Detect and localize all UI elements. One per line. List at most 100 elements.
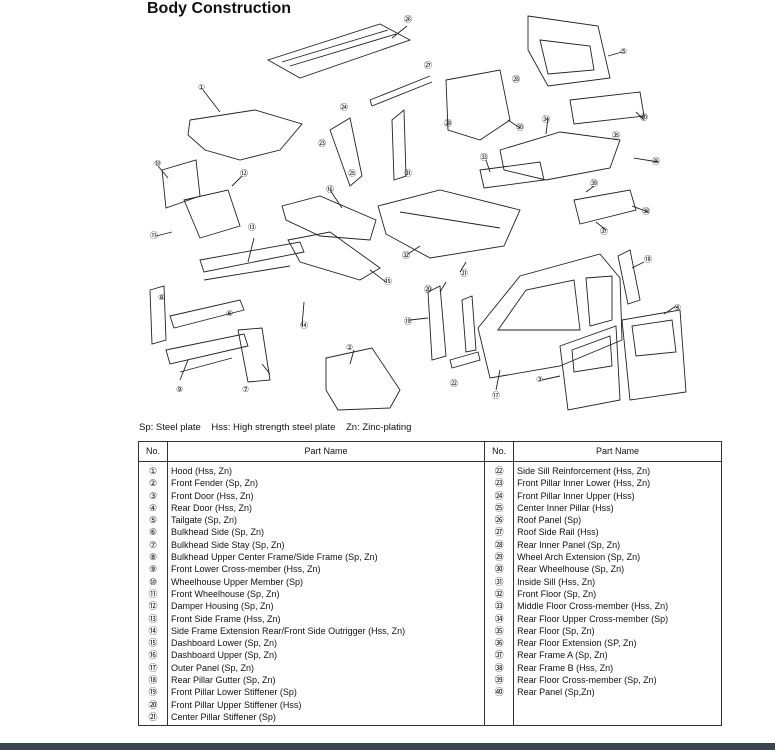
callout-22: ㉒ xyxy=(450,379,458,388)
right-name-column: Side Sill Reinforcement (Hss, Zn) Front P… xyxy=(513,461,722,726)
roof-panel-drawing xyxy=(266,23,412,79)
front-pillar-stiffener-drawing xyxy=(427,285,477,361)
callout-39: ㊴ xyxy=(590,179,598,188)
part-name-17: Outer Panel (Sp, Zn) xyxy=(171,662,255,673)
part-name-11: Front Floor (Sp, Zn) xyxy=(517,588,597,599)
body-construction-diagram: ① ② ③ ④ ⑤ ⑥ ⑦ ⑧ ⑨ ⑩ ⑪ ⑫ ⑬ ⑭ ⑮ ⑯ ⑰ ⑱ ⑲ ⑳ … xyxy=(149,15,687,411)
part-number-2: ② xyxy=(148,478,158,489)
tailgate-drawing xyxy=(527,15,611,87)
part-number-5: ⑤ xyxy=(148,515,158,526)
part-number-16: ⑯ xyxy=(148,650,158,661)
bulkhead-side-stay-drawing xyxy=(237,327,271,383)
part-number-6: ⑥ xyxy=(148,527,158,538)
callout-25: ㉕ xyxy=(348,169,356,178)
part-number-2: ㉓ xyxy=(494,478,504,489)
part-name-12: Middle Floor Cross-member (Hss, Zn) xyxy=(517,601,669,612)
part-name-9: Front Lower Cross-member (Hss, Zn) xyxy=(171,564,321,575)
part-number-13: ㉞ xyxy=(494,613,504,624)
part-number-17: ⑰ xyxy=(148,662,158,673)
header-no-right: No. xyxy=(484,441,515,462)
callout-12: ⑫ xyxy=(240,169,248,178)
part-name-9: Rear Wheelhouse (Sp, Zn) xyxy=(517,564,625,575)
part-name-15: Rear Floor Extension (SP, Zn) xyxy=(517,638,637,649)
callout-27: ㉗ xyxy=(424,61,432,70)
callout-7: ⑦ xyxy=(242,385,249,394)
callout-37: ㊲ xyxy=(600,227,608,236)
callout-11: ⑪ xyxy=(150,231,158,240)
front-lower-crossmember-drawing xyxy=(165,333,249,373)
part-number-9: ⑨ xyxy=(148,564,158,575)
part-name-8: Bulkhead Upper Center Frame/Side Frame (… xyxy=(171,552,378,563)
part-name-18: Rear Floor Cross-member (Sp, Zn) xyxy=(517,675,657,686)
part-name-18: Rear Pillar Gutter (Sp, Zn) xyxy=(171,675,276,686)
header-part-name-left: Part Name xyxy=(166,441,486,462)
callout-6: ⑥ xyxy=(226,309,233,318)
front-door-drawing xyxy=(559,325,621,411)
callout-32: ㉜ xyxy=(402,251,410,260)
front-side-frame-drawing xyxy=(199,241,305,281)
part-number-8: ㉙ xyxy=(494,552,504,563)
callout-24: ㉔ xyxy=(340,103,348,112)
part-name-13: Rear Floor Upper Cross-member (Sp) xyxy=(517,613,669,624)
part-number-3: ㉔ xyxy=(494,490,504,501)
part-number-8: ⑧ xyxy=(148,552,158,563)
part-name-12: Damper Housing (Sp, Zn) xyxy=(171,601,274,612)
part-name-16: Dashboard Upper (Sp, Zn) xyxy=(171,650,278,661)
front-floor-drawing xyxy=(377,189,521,259)
bulkhead-drawing xyxy=(149,285,245,345)
outer-panel-drawing xyxy=(477,253,623,379)
part-name-10: Inside Sill (Hss, Zn) xyxy=(517,576,596,587)
part-number-12: ⑫ xyxy=(148,601,158,612)
part-name-8: Wheel Arch Extension (Sp, Zn) xyxy=(517,552,641,563)
part-name-5: Tailgate (Sp, Zn) xyxy=(171,515,238,526)
part-number-4: ④ xyxy=(148,502,158,513)
part-name-10: Wheelhouse Upper Member (Sp) xyxy=(171,576,304,587)
part-number-18: ⑱ xyxy=(148,675,158,686)
part-number-15: ㊱ xyxy=(494,638,504,649)
part-name-15: Dashboard Lower (Sp, Zn) xyxy=(171,638,278,649)
part-number-15: ⑮ xyxy=(148,638,158,649)
callout-16: ⑯ xyxy=(326,185,334,194)
part-number-10: ⑩ xyxy=(148,576,158,587)
rear-panel-drawing xyxy=(569,91,645,125)
part-name-13: Front Side Frame (Hss, Zn) xyxy=(171,613,281,624)
callout-36: ㊱ xyxy=(652,157,660,166)
part-name-6: Roof Side Rail (Hss) xyxy=(517,527,599,538)
part-name-3: Front Door (Hss, Zn) xyxy=(171,490,254,501)
part-number-7: ㉘ xyxy=(494,539,504,550)
part-number-3: ③ xyxy=(148,490,158,501)
callout-17: ⑰ xyxy=(492,391,500,400)
callout-35: ㉟ xyxy=(612,131,620,140)
table-header-row: No. Part Name No. Part Name xyxy=(138,441,722,462)
callout-8: ⑧ xyxy=(158,293,165,302)
part-number-17: ㊳ xyxy=(494,662,504,673)
part-name-14: Rear Floor (Sp, Zn) xyxy=(517,625,595,636)
callout-33: ㉝ xyxy=(480,153,488,162)
callout-2: ② xyxy=(346,343,353,352)
callout-23: ㉓ xyxy=(318,139,326,148)
part-name-7: Rear Inner Panel (Sp, Zn) xyxy=(517,539,621,550)
part-number-21: ㉑ xyxy=(148,711,158,722)
part-number-12: ㉝ xyxy=(494,601,504,612)
callout-13: ⑬ xyxy=(248,223,256,232)
part-name-7: Bulkhead Side Stay (Sp, Zn) xyxy=(171,539,285,550)
part-name-6: Bulkhead Side (Sp, Zn) xyxy=(171,527,265,538)
callout-29: ㉙ xyxy=(444,119,452,128)
rear-pillar-gutter-drawing xyxy=(617,249,641,305)
callout-28: ㉘ xyxy=(512,75,520,84)
part-name-5: Roof Panel (Sp) xyxy=(517,515,582,526)
part-name-2: Front Pillar Inner Lower (Hss, Zn) xyxy=(517,478,651,489)
material-legend: Sp: Steel plate Hss: High strength steel… xyxy=(139,422,412,433)
callout-14: ⑭ xyxy=(300,321,308,330)
part-name-1: Side Sill Reinforcement (Hss, Zn) xyxy=(517,466,651,476)
part-number-11: ㉜ xyxy=(494,588,504,599)
rear-inner-panel-drawing xyxy=(445,69,511,141)
part-number-19: ㊵ xyxy=(494,687,504,698)
part-name-4: Rear Door (Hss, Zn) xyxy=(171,502,253,513)
callout-10: ⑩ xyxy=(154,159,161,168)
callout-31: ㉛ xyxy=(404,169,412,178)
part-number-6: ㉗ xyxy=(494,527,504,538)
